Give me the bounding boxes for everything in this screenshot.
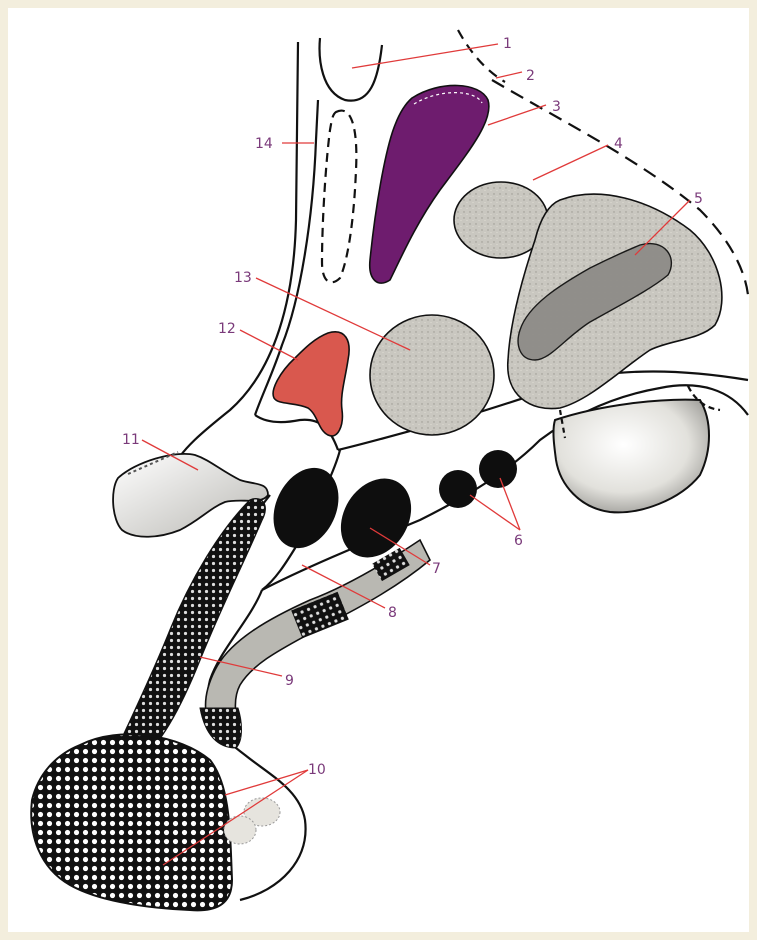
label-2: 2 [526,68,535,84]
structure-10 [31,734,232,910]
label-6: 6 [514,533,523,549]
label-7: 7 [432,561,441,577]
label-13: 13 [234,270,252,286]
structure-14 [322,111,356,283]
cup-structure [553,400,709,513]
label-11: 11 [122,432,140,448]
label-3: 3 [552,99,561,115]
structure-6b [479,450,517,488]
label-9: 9 [285,673,294,689]
label-1: 1 [503,36,512,52]
structure-13 [370,315,494,435]
label-10: 10 [308,762,326,778]
label-12: 12 [218,321,236,337]
label-14: 14 [255,136,273,152]
label-8: 8 [388,605,397,621]
dotted-tube [112,499,265,760]
structure-3-purple [370,85,489,283]
structure-6a [439,470,477,508]
label-5: 5 [694,191,703,207]
structure-black-1 [261,457,351,558]
label-4: 4 [614,136,623,152]
